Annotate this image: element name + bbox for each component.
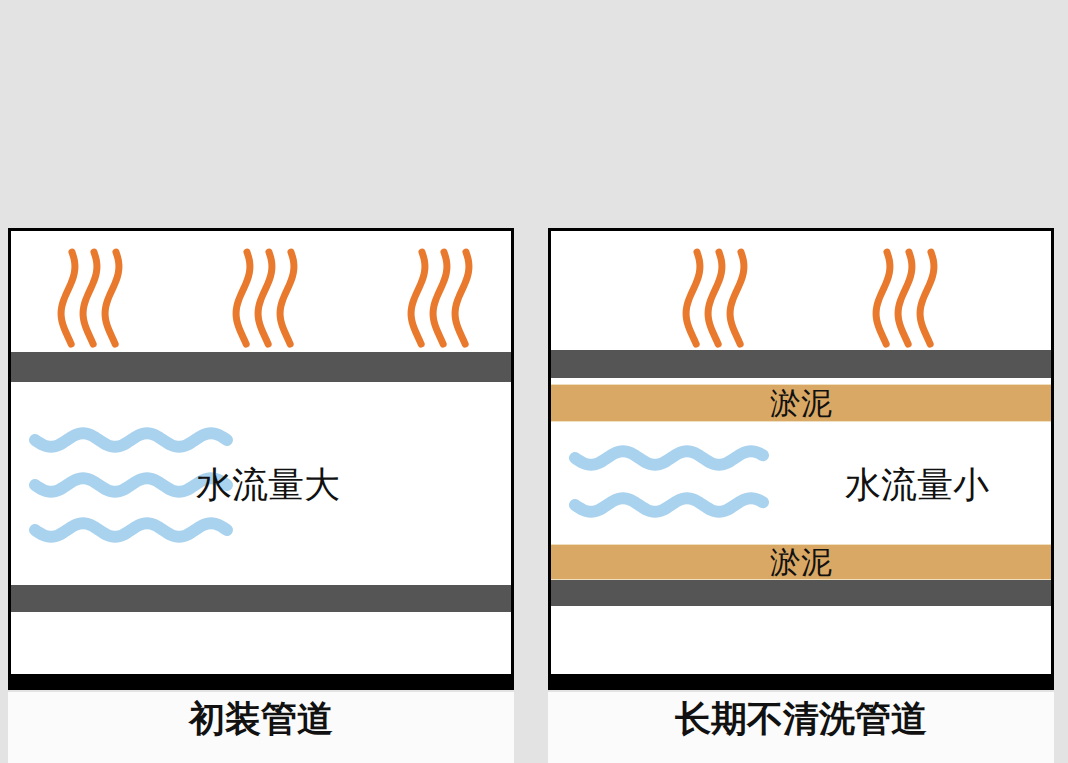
- sludge-band: 淤泥: [551, 384, 1051, 422]
- heat-wave: [920, 252, 934, 344]
- heat-wave: [236, 252, 250, 344]
- sludge-band: 淤泥: [551, 544, 1051, 580]
- pipe-wall: [551, 580, 1051, 606]
- heat-wave: [898, 252, 912, 344]
- panel-caption: 初装管道: [11, 701, 511, 737]
- flow-label: 水流量小: [845, 467, 989, 503]
- pipe-wall: [11, 352, 511, 382]
- heat-waves: [61, 252, 934, 344]
- heat-wave: [686, 252, 700, 344]
- water-wave: [35, 523, 227, 537]
- heat-wave: [708, 252, 722, 344]
- panel-caption: 长期不清洗管道: [551, 701, 1051, 737]
- base-bar: [551, 674, 1051, 687]
- pipe-panel: 淤泥淤泥水流量小长期不清洗管道: [548, 228, 1054, 690]
- pipe-wall: [551, 350, 1051, 378]
- heat-wave: [83, 252, 97, 344]
- base-bar: [11, 674, 511, 687]
- caption-ground: [548, 692, 1054, 763]
- heat-wave: [61, 252, 75, 344]
- panel-ground: [548, 228, 1054, 690]
- water-waves: [35, 433, 763, 537]
- heat-wave: [730, 252, 744, 344]
- water-wave: [575, 498, 763, 512]
- heat-wave: [455, 252, 469, 344]
- caption-ground: [8, 692, 514, 763]
- pipe-wall: [11, 585, 511, 612]
- heat-wave: [280, 252, 294, 344]
- water-wave: [35, 433, 227, 447]
- pipe-panel: 水流量大初装管道: [8, 228, 514, 690]
- heat-wave: [105, 252, 119, 344]
- heat-wave: [258, 252, 272, 344]
- flow-label: 水流量大: [196, 467, 340, 503]
- sludge-label: 淤泥: [770, 388, 832, 419]
- panel-ground: [8, 228, 514, 690]
- heat-wave: [411, 252, 425, 344]
- heat-wave: [433, 252, 447, 344]
- sludge-label: 淤泥: [770, 547, 832, 578]
- heat-wave: [876, 252, 890, 344]
- water-wave: [575, 451, 763, 465]
